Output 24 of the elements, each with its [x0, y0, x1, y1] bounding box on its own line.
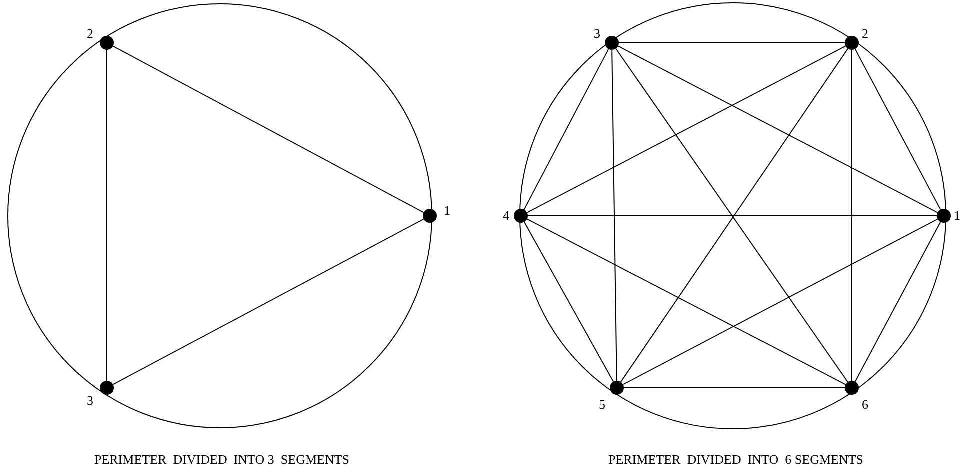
- point-number: 2: [862, 27, 868, 41]
- chord-line: [524, 48, 610, 210]
- chord-line: [618, 46, 938, 214]
- figure-caption: PERIMETER DIVIDED INTO 6 SEGMENTS: [608, 452, 864, 468]
- figure-caption: PERIMETER DIVIDED INTO 3 SEGMENTS: [94, 452, 350, 468]
- chord-line: [622, 218, 938, 386]
- point-number: 1: [444, 204, 450, 218]
- point-number: 3: [87, 394, 94, 408]
- point-number: 3: [594, 27, 600, 41]
- chord-line: [524, 222, 614, 382]
- chord-line: [612, 50, 618, 382]
- chord-line: [106, 50, 108, 382]
- point-number: 6: [862, 398, 868, 412]
- point-number: 2: [87, 27, 94, 41]
- chord-line: [854, 222, 942, 382]
- chord-line: [112, 46, 424, 214]
- chord-line: [526, 218, 846, 386]
- point-number: 5: [599, 398, 606, 412]
- point-number: 4: [503, 209, 510, 223]
- chord-line: [618, 42, 846, 44]
- chord-line: [854, 48, 942, 210]
- point-number: 1: [954, 209, 960, 223]
- chord-line: [112, 218, 424, 386]
- chord-line: [526, 46, 846, 214]
